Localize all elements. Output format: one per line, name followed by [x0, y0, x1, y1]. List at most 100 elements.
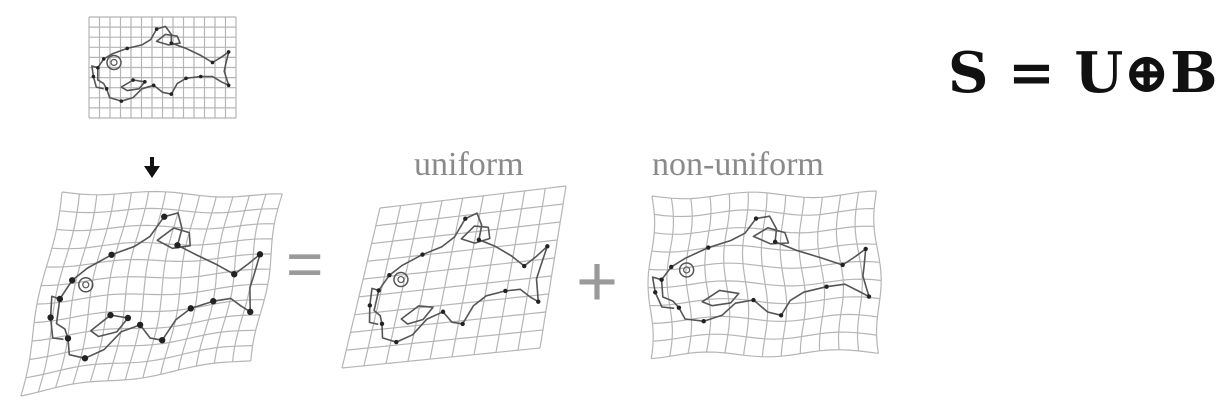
template-landmark-point — [226, 83, 231, 88]
nonuniform-fish-pupil — [683, 266, 691, 274]
target-grid-line — [107, 191, 150, 381]
template-landmark-point — [91, 74, 96, 79]
uniform-landmark-point — [545, 244, 550, 249]
template-fish-eye — [106, 54, 122, 71]
equals-sign: = — [286, 228, 324, 300]
template-landmark-point — [131, 78, 135, 82]
uniform-fish-eye — [393, 271, 409, 288]
uniform-grid-line — [354, 293, 549, 316]
uniform-grid-line — [379, 185, 567, 209]
nonuniform-grid-line — [647, 195, 656, 359]
uniform-grid-line — [341, 347, 541, 369]
target-grid-line — [55, 194, 98, 388]
uniform-grid-line — [539, 185, 567, 349]
nonuniform-grid-line — [741, 192, 750, 356]
nonuniform-grid-line — [651, 190, 877, 200]
target-landmark-point — [124, 314, 132, 322]
template-landmark-point — [104, 87, 109, 91]
nonuniform-landmark-point — [701, 319, 706, 324]
nonuniform-landmark-point — [840, 262, 845, 268]
target-grid-line — [31, 314, 260, 342]
target-pectoral-fin — [90, 314, 129, 338]
target-landmark-point — [161, 213, 168, 220]
formula: S = U⊕B — [948, 40, 1218, 106]
nonuniform-grid-line — [835, 195, 844, 350]
uniform-grid-line — [517, 188, 546, 351]
nonuniform-grid-line — [798, 197, 807, 354]
nonuniform-grid-line — [647, 278, 882, 289]
target-grid-line — [250, 193, 283, 361]
target-grid-line — [160, 195, 201, 375]
uniform-landmark-point — [476, 237, 482, 242]
target-landmark-point — [47, 314, 54, 321]
target-fish-pupil — [82, 281, 90, 289]
nonuniform-grid-line — [653, 331, 877, 342]
nonuniform-landmark-point — [778, 313, 784, 318]
target-landmark-point — [81, 355, 89, 362]
template-pectoral-fin — [120, 79, 146, 92]
nonuniform-grid-line — [651, 349, 879, 360]
target-grid-line — [124, 191, 167, 381]
uniform-grid-line — [346, 329, 543, 351]
target-grid-line — [56, 223, 275, 232]
uniform-grid-line — [407, 200, 443, 362]
target-grid-line — [177, 196, 217, 371]
target-grid-line — [232, 194, 267, 362]
nonuniform-pectoral-fin — [701, 289, 740, 307]
uniform-grid-line — [375, 203, 564, 227]
nonuniform-landmark-point — [653, 290, 658, 295]
uniform-grid-line — [429, 198, 464, 360]
target-landmark-point — [174, 242, 181, 249]
nonuniform-landmark-point — [669, 264, 674, 270]
target-grid-line — [37, 193, 80, 393]
target-grid-line — [20, 191, 63, 397]
template-landmark-point — [125, 46, 130, 51]
template-landmark-point — [198, 74, 203, 79]
target-grid-line — [142, 193, 184, 379]
nonuniform-grid-line — [817, 197, 826, 351]
template-landmark-point — [119, 99, 124, 103]
target-fish-eye — [78, 277, 94, 293]
uniform-grid-line — [350, 311, 546, 333]
nonuniform-landmark-point — [659, 277, 664, 282]
template-landmark-point — [184, 76, 188, 81]
nonuniform-grid-line — [651, 243, 877, 253]
nonuniform-landmark-point — [751, 297, 756, 303]
nonuniform-grid-line — [854, 192, 863, 351]
target-grid-panel — [20, 190, 283, 397]
target-grid-line — [59, 207, 278, 214]
target-landmark-point — [68, 277, 76, 284]
nonuniform-landmark-point — [753, 216, 759, 221]
nonuniform-grid-line — [760, 192, 769, 357]
target-landmark-point — [187, 305, 195, 312]
uniform-landmark-point — [522, 263, 527, 269]
template-landmark-point — [101, 57, 106, 61]
target-landmark-point — [210, 298, 217, 305]
uniform-landmark-point — [387, 273, 392, 278]
nonuniform-grid-line — [654, 208, 875, 218]
nonuniform-fish-outline — [660, 215, 870, 322]
target-grid-line — [41, 268, 271, 287]
target-landmark-point — [56, 295, 64, 303]
nonuniform-fish-eye — [678, 262, 695, 278]
template-landmark-point — [151, 83, 156, 88]
uniform-dorsal-fin — [460, 225, 491, 244]
template-grid-panel — [88, 16, 237, 119]
nonuniform-grid-line — [723, 193, 731, 353]
target-grid-line — [34, 299, 265, 324]
target-landmark-point — [108, 251, 115, 258]
uniform-fish-pupil — [397, 275, 405, 284]
uniform-landmark-point — [376, 288, 381, 293]
target-landmark-point — [64, 335, 72, 342]
uniform-landmark-point — [367, 303, 373, 308]
nonuniform-grid-line — [666, 198, 674, 357]
target-grid-line — [89, 192, 132, 382]
target-grid-line — [29, 329, 256, 361]
uniform-landmark-point — [536, 299, 541, 304]
uniform-landmark-point — [420, 252, 425, 257]
template-landmark-point — [226, 50, 231, 54]
target-landmark-point — [136, 321, 144, 329]
uniform-grid-line — [341, 207, 381, 369]
nonuniform-grid-line — [704, 196, 712, 353]
non-uniform-label: non-uniform — [652, 146, 824, 183]
